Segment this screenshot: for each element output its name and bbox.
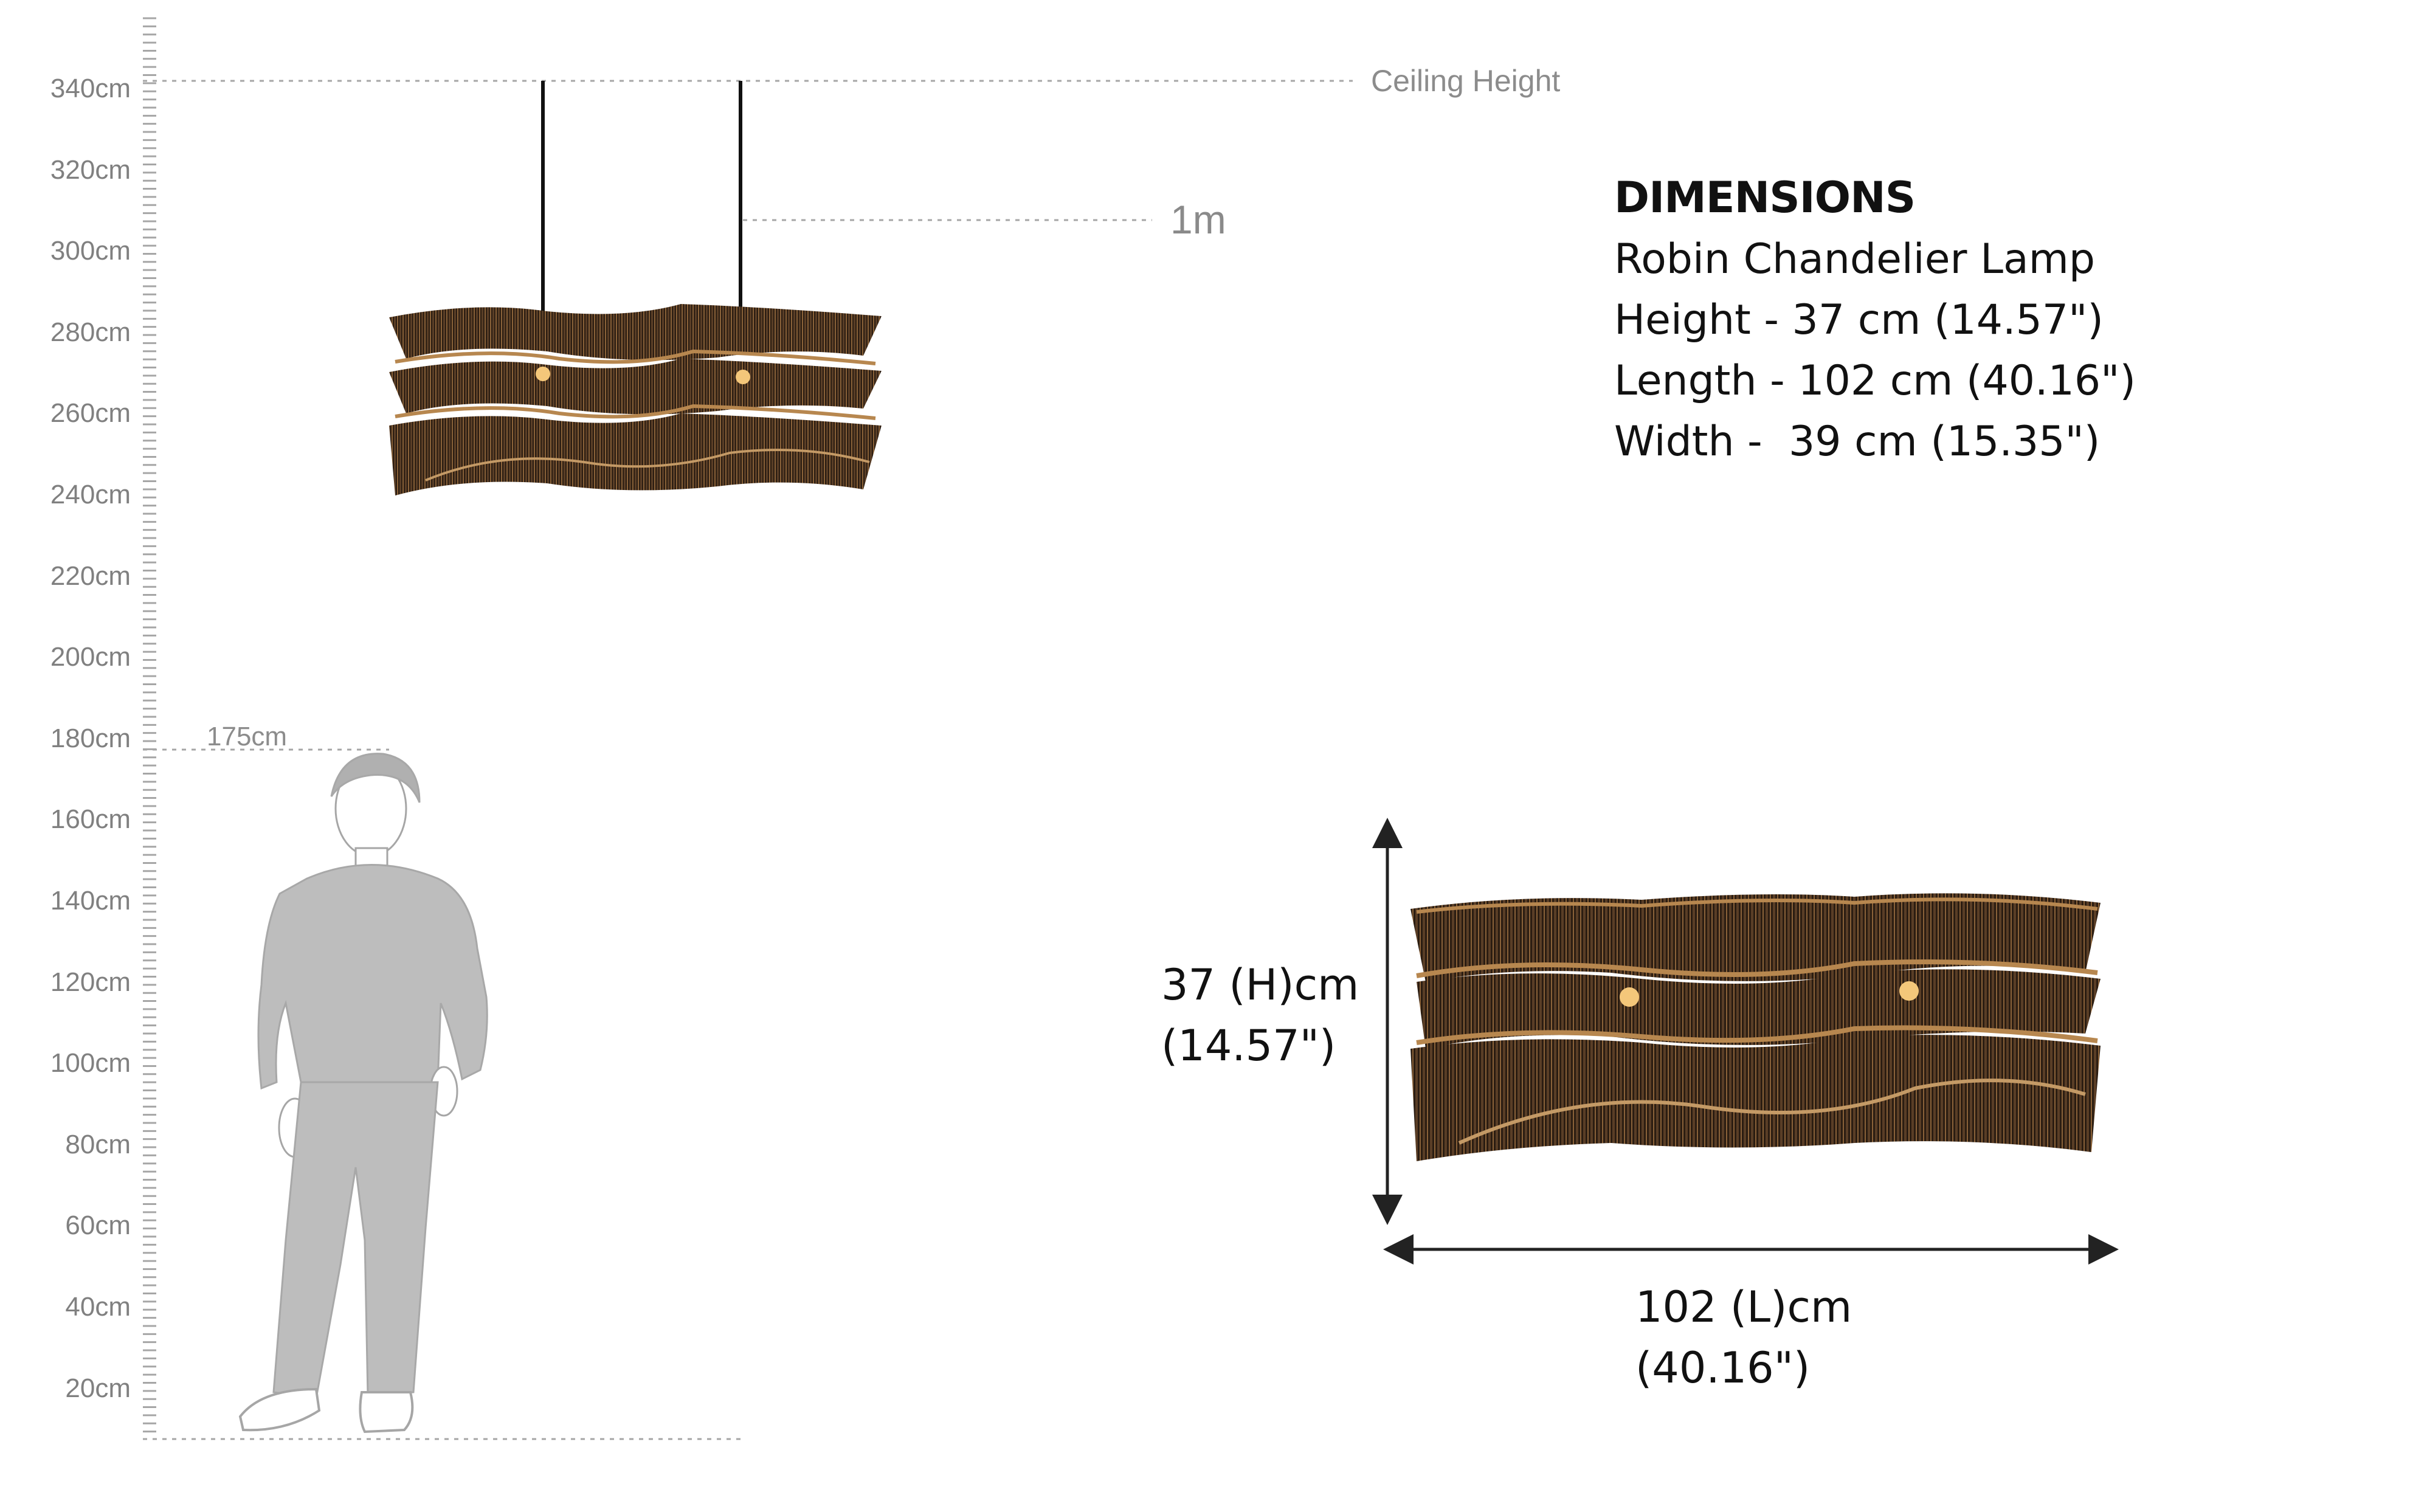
scale-label: 280cm	[50, 317, 131, 347]
scale-label: 200cm	[50, 642, 131, 672]
scale-label: 160cm	[50, 804, 131, 835]
ceiling-height-caption: Ceiling Height	[1371, 64, 1561, 98]
height-callout-cm: 37 (H)cm	[1161, 960, 1359, 1010]
length-callout-cm: 102 (L)cm	[1635, 1282, 1852, 1332]
scale-label: 140cm	[50, 886, 131, 916]
length-callout-in: (40.16")	[1635, 1343, 1811, 1393]
width-spec: Width - 39 cm (15.35")	[1614, 418, 2101, 466]
dimensions-heading: DIMENSIONS	[1614, 173, 1916, 223]
scale-label: 80cm	[65, 1129, 131, 1159]
scale-label: 60cm	[65, 1210, 131, 1241]
height-spec: Height - 37 cm (14.57")	[1614, 296, 2104, 344]
scale-label: 220cm	[50, 561, 131, 591]
person-height-caption: 175cm	[207, 722, 288, 751]
scale-label: 180cm	[50, 723, 131, 753]
scale-label: 260cm	[50, 398, 131, 429]
length-spec: Length - 102 cm (40.16")	[1614, 357, 2136, 405]
scale-label: 300cm	[50, 236, 131, 266]
drop-length-caption: 1m	[1170, 197, 1226, 242]
chandelier-lamp-icon	[389, 304, 882, 495]
chandelier-lamp-detail-icon	[1410, 893, 2101, 1161]
height-callout-in: (14.57")	[1161, 1021, 1336, 1071]
scale-label: 100cm	[50, 1048, 131, 1079]
scale-label: 340cm	[50, 74, 131, 103]
scale-label: 40cm	[65, 1292, 131, 1322]
scale-label: 320cm	[50, 154, 131, 185]
scale-label: 20cm	[65, 1373, 131, 1403]
product-name: Robin Chandelier Lamp	[1614, 235, 2096, 283]
scale-label: 240cm	[50, 480, 131, 509]
scale-label: 120cm	[50, 967, 131, 997]
